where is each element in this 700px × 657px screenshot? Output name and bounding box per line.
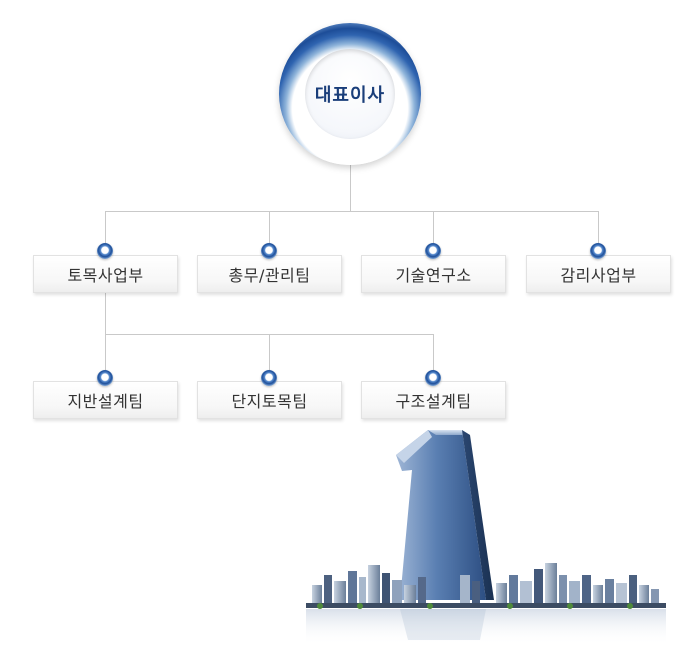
node-division-2: [261, 243, 277, 259]
connector-team-3: [433, 334, 434, 371]
division-research-lab: 기술연구소: [361, 255, 506, 293]
team-label: 단지토목팀: [231, 392, 308, 411]
division-label: 총무/관리팀: [228, 266, 311, 285]
connector-root-down: [350, 165, 351, 212]
number-one-monument: [396, 430, 494, 600]
connector-team-2: [269, 334, 270, 371]
division-label: 토목사업부: [67, 266, 144, 285]
division-label: 감리사업부: [560, 266, 637, 285]
connector-civil-down: [105, 292, 106, 335]
node-team-2: [261, 370, 277, 386]
division-supervision: 감리사업부: [526, 255, 671, 293]
skyline-reflection: [306, 609, 666, 645]
team-label: 지반설계팀: [67, 392, 144, 411]
node-division-4: [590, 243, 606, 259]
skyline-buildings: [306, 563, 666, 609]
node-team-3: [425, 370, 441, 386]
team-label: 구조설계팀: [395, 392, 472, 411]
connector-division-bar: [105, 211, 599, 212]
division-label: 기술연구소: [395, 266, 472, 285]
node-division-3: [425, 243, 441, 259]
connector-team-1: [105, 334, 106, 371]
division-civil-business: 토목사업부: [33, 255, 178, 293]
connector-division-2: [269, 211, 270, 245]
connector-division-4: [598, 211, 599, 245]
node-team-1: [97, 370, 113, 386]
root-node-inner: 대표이사: [305, 49, 395, 139]
connector-division-1: [105, 211, 106, 245]
division-general-affairs: 총무/관리팀: [197, 255, 342, 293]
connector-division-3: [433, 211, 434, 245]
team-ground-design: 지반설계팀: [33, 381, 178, 419]
root-label: 대표이사: [314, 85, 386, 106]
team-complex-civil: 단지토목팀: [197, 381, 342, 419]
team-structural-design: 구조설계팀: [361, 381, 506, 419]
city-skyline-illustration: [306, 430, 666, 645]
node-division-1: [97, 243, 113, 259]
root-node: 대표이사: [279, 23, 421, 165]
